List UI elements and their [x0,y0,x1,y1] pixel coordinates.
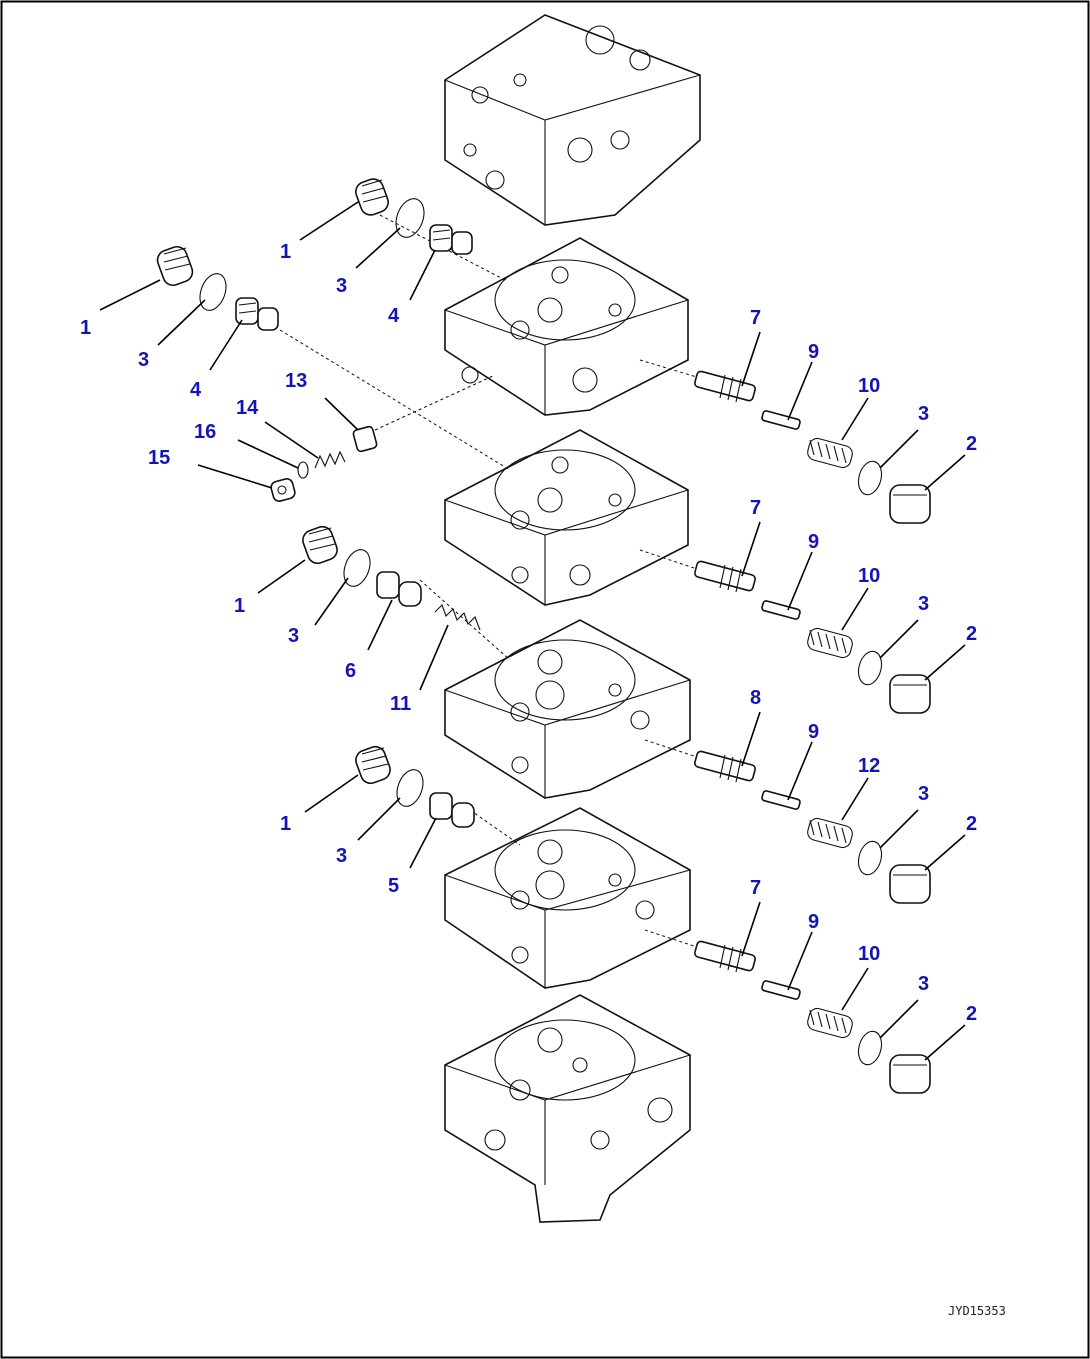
cap-part-2a [889,484,931,524]
plug-part-1a [355,178,389,216]
leader-lines [99,201,966,1061]
spring-part-14 [314,450,346,469]
plug-part-1c [302,525,338,565]
spring-part-10b [807,627,853,659]
callout-3: 3 [336,845,347,867]
o-ring-3h [857,1030,883,1066]
callout-9: 9 [808,341,819,363]
cap-part-2c [889,864,931,904]
plug-part-15 [270,478,296,502]
drawing-code: JYD15353 [948,1304,1006,1318]
plug-part-1b [156,245,194,287]
spring-part-10a [807,437,853,469]
o-ring-3b [199,273,227,311]
o-ring-3c [857,460,883,496]
callout-3: 3 [918,403,929,425]
callout-11: 11 [390,693,411,715]
callout-3: 3 [336,275,347,297]
plug-part-1d [355,745,391,785]
cap-part-2d [889,1054,931,1094]
callout-3: 3 [288,625,299,647]
spool-part-7b [694,560,756,593]
callout-7: 7 [750,307,761,329]
callout-3: 3 [918,973,929,995]
spool-row-2 [694,560,931,714]
callout-labels: 1 3 4 1 3 4 13 14 16 15 7 9 10 3 2 1 3 6… [80,241,977,1025]
o-ring-3d [343,549,371,587]
valve-section-bottom [444,994,691,1223]
o-ring-3e [857,650,883,686]
callout-10: 10 [858,375,880,397]
o-ring-16 [297,461,309,479]
callout-5: 5 [388,875,399,897]
o-ring-3g [396,769,424,807]
callout-3: 3 [918,783,929,805]
callout-1: 1 [280,241,291,263]
spool-row-4 [694,940,931,1094]
callout-1: 1 [234,595,245,617]
callout-10: 10 [858,565,880,587]
callout-3: 3 [138,349,149,371]
spool-part-7a [694,370,756,403]
valve-section-5 [444,807,691,989]
callout-14: 14 [236,397,259,419]
valve-part-5 [429,792,475,828]
callout-2: 2 [966,813,977,835]
spring-part-10c [807,1007,853,1039]
callout-9: 9 [808,721,819,743]
callout-2: 2 [966,623,977,645]
o-ring-3f [857,840,883,876]
valve-part-6 [376,571,422,607]
sleeve-part-13 [352,425,378,453]
spool-row-1 [694,370,931,524]
callout-7: 7 [750,497,761,519]
spring-part-11 [434,604,481,631]
callout-1: 1 [280,813,291,835]
callout-15: 15 [148,447,170,469]
pin-part-9a [761,410,801,430]
callout-2: 2 [966,433,977,455]
spool-part-7c [694,940,756,973]
assembly-axes [279,214,701,949]
valve-part-4a [429,224,473,255]
valve-section-top [444,14,701,226]
callout-4: 4 [388,305,400,327]
pin-part-9b [761,600,801,620]
callout-3: 3 [918,593,929,615]
spool-row-3 [694,750,931,904]
callout-7: 7 [750,877,761,899]
callout-6: 6 [345,660,356,682]
callout-8: 8 [750,687,761,709]
valve-part-4b [235,297,279,331]
valve-section-4 [444,619,691,799]
o-ring-3a [395,198,425,238]
callout-9: 9 [808,911,819,933]
pin-part-9d [761,980,801,1000]
spool-part-8 [694,750,756,783]
callout-2: 2 [966,1003,977,1025]
callout-13: 13 [285,370,307,392]
callout-10: 10 [858,943,880,965]
spring-part-12 [807,817,853,849]
callout-9: 9 [808,531,819,553]
callout-12: 12 [858,755,880,777]
callout-4: 4 [190,379,202,401]
valve-section-2 [444,237,689,416]
callout-16: 16 [194,421,216,443]
pin-part-9c [761,790,801,810]
valve-section-3 [444,429,689,606]
callout-1: 1 [80,317,91,339]
cap-part-2b [889,674,931,714]
